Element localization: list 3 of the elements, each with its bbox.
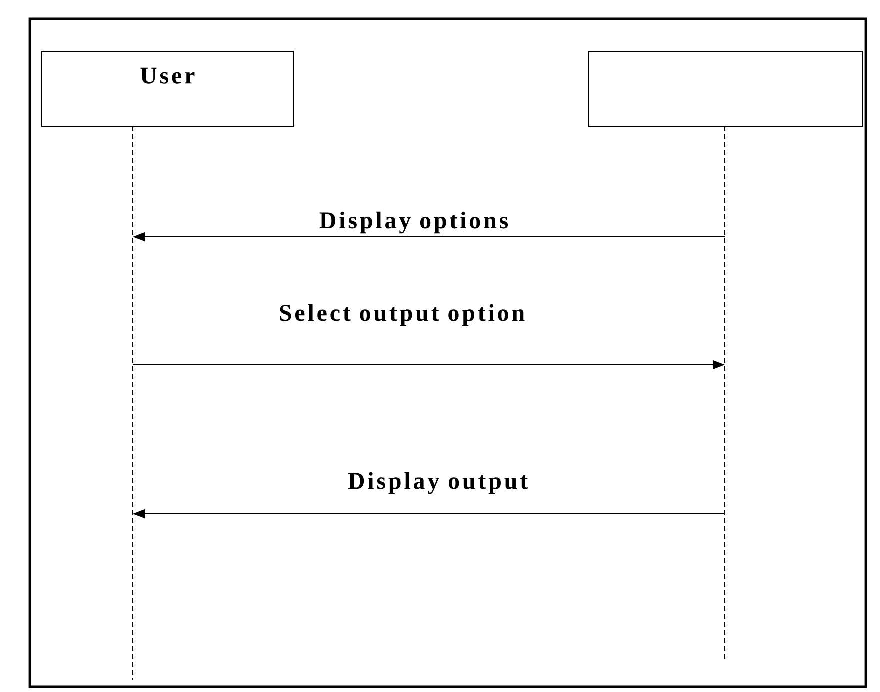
message-label: Display output xyxy=(348,472,528,494)
actor-lifeline xyxy=(588,51,864,660)
message-label: Display options xyxy=(319,212,509,234)
